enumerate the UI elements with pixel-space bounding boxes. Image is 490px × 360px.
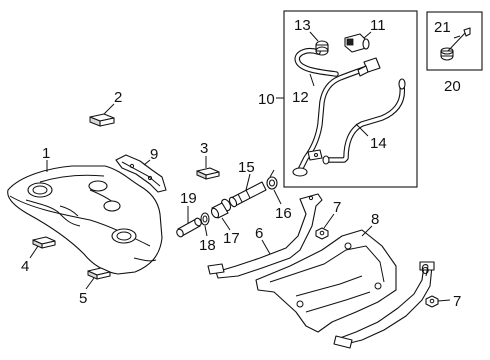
pad-5	[87, 267, 111, 280]
grommet-20	[440, 47, 454, 61]
filler-tube	[220, 181, 267, 212]
callout-16: 16	[275, 205, 292, 222]
leader-18	[204, 225, 208, 237]
callout-11: 11	[370, 17, 386, 34]
connector-11	[344, 33, 370, 53]
leader-9	[143, 159, 151, 166]
callout-9: 9	[150, 146, 158, 163]
bolt-kit-box	[426, 11, 483, 71]
callout-12: 12	[292, 89, 309, 106]
tank-strap-right	[333, 261, 435, 349]
leader-lines	[29, 31, 461, 302]
callout-6-left: 6	[255, 225, 263, 242]
leader-8	[361, 225, 373, 237]
nut-7-lower	[425, 295, 439, 308]
leader-7b	[437, 299, 451, 302]
tank-strap-left	[207, 193, 323, 279]
callout-20: 20	[444, 78, 461, 95]
pad-3	[196, 167, 220, 180]
leader-12	[309, 73, 315, 87]
callout-15: 15	[238, 159, 255, 176]
callout-7-lower: 7	[453, 293, 461, 310]
leader-6b	[425, 265, 429, 277]
clamp-18	[200, 212, 210, 226]
leader-16	[273, 189, 282, 205]
leader-7a	[323, 213, 335, 229]
fuel-tank	[7, 165, 163, 275]
callout-19: 19	[180, 190, 197, 207]
pad-4	[32, 236, 56, 249]
leader-5	[85, 277, 95, 290]
vent-hose-12	[294, 48, 339, 77]
callout-10: 10	[258, 91, 275, 108]
callout-18: 18	[199, 237, 216, 254]
callout-21: 21	[434, 19, 451, 36]
vent-pipe-14	[322, 78, 406, 165]
hose-assembly-box	[283, 10, 418, 188]
callout-1: 1	[42, 145, 50, 162]
leader-6a	[261, 239, 271, 255]
callout-14: 14	[370, 135, 387, 152]
filler-pipe-assembly	[292, 57, 381, 177]
leader-14	[355, 123, 369, 137]
callout-17: 17	[223, 230, 240, 247]
leader-2	[103, 103, 115, 115]
heat-shield-bracket	[115, 154, 167, 193]
leader-4	[29, 245, 39, 259]
hose-clip-13	[315, 40, 329, 56]
callout-4: 4	[21, 258, 29, 275]
callout-2: 2	[114, 89, 122, 106]
pad-2	[89, 113, 115, 127]
leader-17	[221, 217, 231, 231]
nut-7-upper	[315, 227, 329, 240]
callout-3: 3	[200, 140, 208, 157]
hose-17	[210, 202, 229, 219]
under-shield	[255, 229, 397, 333]
callout-5: 5	[79, 290, 87, 307]
leader-15	[245, 173, 251, 191]
pipe-19	[176, 217, 202, 238]
callout-8: 8	[371, 211, 379, 228]
leader-13	[309, 31, 319, 42]
callout-labels: 1 2 3 4 5 6 6 7 7 8 9 10 11 12 13 14 15 …	[21, 17, 461, 310]
leader-21	[453, 35, 461, 39]
clamp-16	[266, 169, 278, 190]
callout-13: 13	[294, 17, 311, 34]
callout-6-right: 6	[421, 261, 429, 278]
leader-11	[363, 31, 372, 39]
callout-7-upper: 7	[333, 199, 341, 216]
